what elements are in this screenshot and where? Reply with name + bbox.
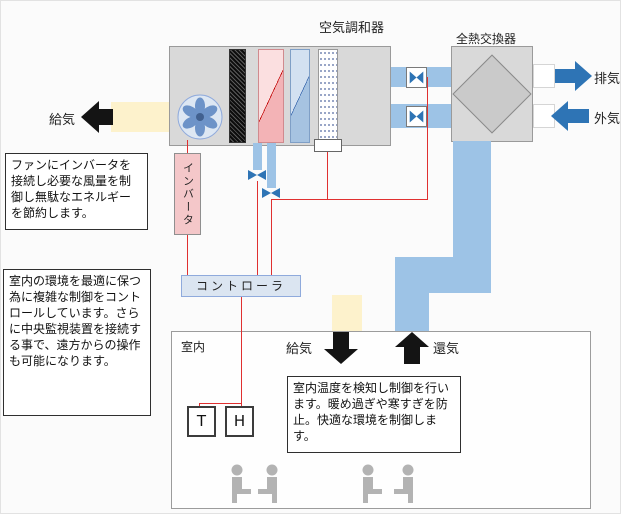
wire-fan-inverter <box>187 140 188 153</box>
outside-air-arrow-head <box>551 101 568 131</box>
return-duct-to-room <box>395 257 429 333</box>
person-icon <box>393 464 419 504</box>
wire-fans-vertical <box>427 77 428 199</box>
room-supply-arrow-shaft <box>333 332 349 349</box>
exhaust-fan-icon <box>406 67 427 88</box>
diagram-title: 空気調和器 <box>319 21 385 36</box>
sensor-note: 室内温度を検知し制御を行います。暖め過ぎや寒すぎを防止。快適な環境を制御します。 <box>287 376 461 453</box>
person-icon <box>226 464 252 504</box>
control-valve-icon-2 <box>261 187 281 199</box>
air-filter <box>229 49 246 143</box>
supply-arrow-head <box>81 101 99 133</box>
person-icon <box>357 464 383 504</box>
cooling-coil <box>290 49 310 143</box>
wire-horizontal-bus <box>271 199 428 200</box>
room-label: 室内 <box>181 340 206 354</box>
inverter-box: インバータ <box>174 153 201 235</box>
room-supply-arrow-head <box>324 349 358 364</box>
coil-pipe-2 <box>267 143 276 188</box>
supply-arrow-shaft <box>99 109 113 125</box>
supply-duct-left <box>111 102 169 132</box>
heat-exchanger-label: 全熱交換器 <box>456 32 517 46</box>
outside-air-label: 外気 <box>594 112 621 127</box>
wire-sensor-branch-t <box>199 403 200 406</box>
supply-duct-to-room <box>332 295 362 333</box>
exhaust-outlet-stub <box>533 64 555 88</box>
wire-valve2-controller <box>271 199 272 275</box>
inverter-note: ファンにインバータを接続し必要な風量を制御し無駄なエネルギーを節約します。 <box>5 153 148 230</box>
exhaust-label: 排気 <box>594 72 621 87</box>
person-icon <box>257 464 283 504</box>
wire-controller-sensors <box>241 297 242 406</box>
exhaust-arrow-head <box>575 61 592 91</box>
humidifier-feed-box <box>314 139 342 152</box>
wire-sensor-branch-h <box>199 403 241 404</box>
temperature-sensor: T <box>187 406 216 437</box>
room-supply-label: 給気 <box>286 342 313 357</box>
outside-air-arrow-shaft <box>568 109 589 123</box>
room-return-label: 還気 <box>433 342 460 357</box>
controller-note: 室内の環境を最適に保つ為に複雑な制御をコントロールしています。さらに中央監視装置… <box>3 269 151 416</box>
heating-coil <box>258 49 284 143</box>
controller-box: コントローラ <box>181 275 301 297</box>
wire-inverter-controller <box>187 235 188 275</box>
supply-fan-icon <box>177 94 223 140</box>
control-valve-icon-1 <box>247 169 267 181</box>
coil-pipe-1 <box>253 143 262 170</box>
exhaust-arrow-shaft <box>555 69 575 83</box>
outside-air-fan-icon <box>406 106 427 127</box>
wire-humidifier <box>327 152 328 199</box>
humidifier-element <box>318 49 338 143</box>
room-return-arrow-shaft <box>404 347 420 364</box>
room-return-arrow-head <box>395 332 429 347</box>
wire-valve1-controller <box>257 181 258 275</box>
humidity-sensor: H <box>225 406 254 437</box>
supply-air-label: 給気 <box>49 113 76 128</box>
